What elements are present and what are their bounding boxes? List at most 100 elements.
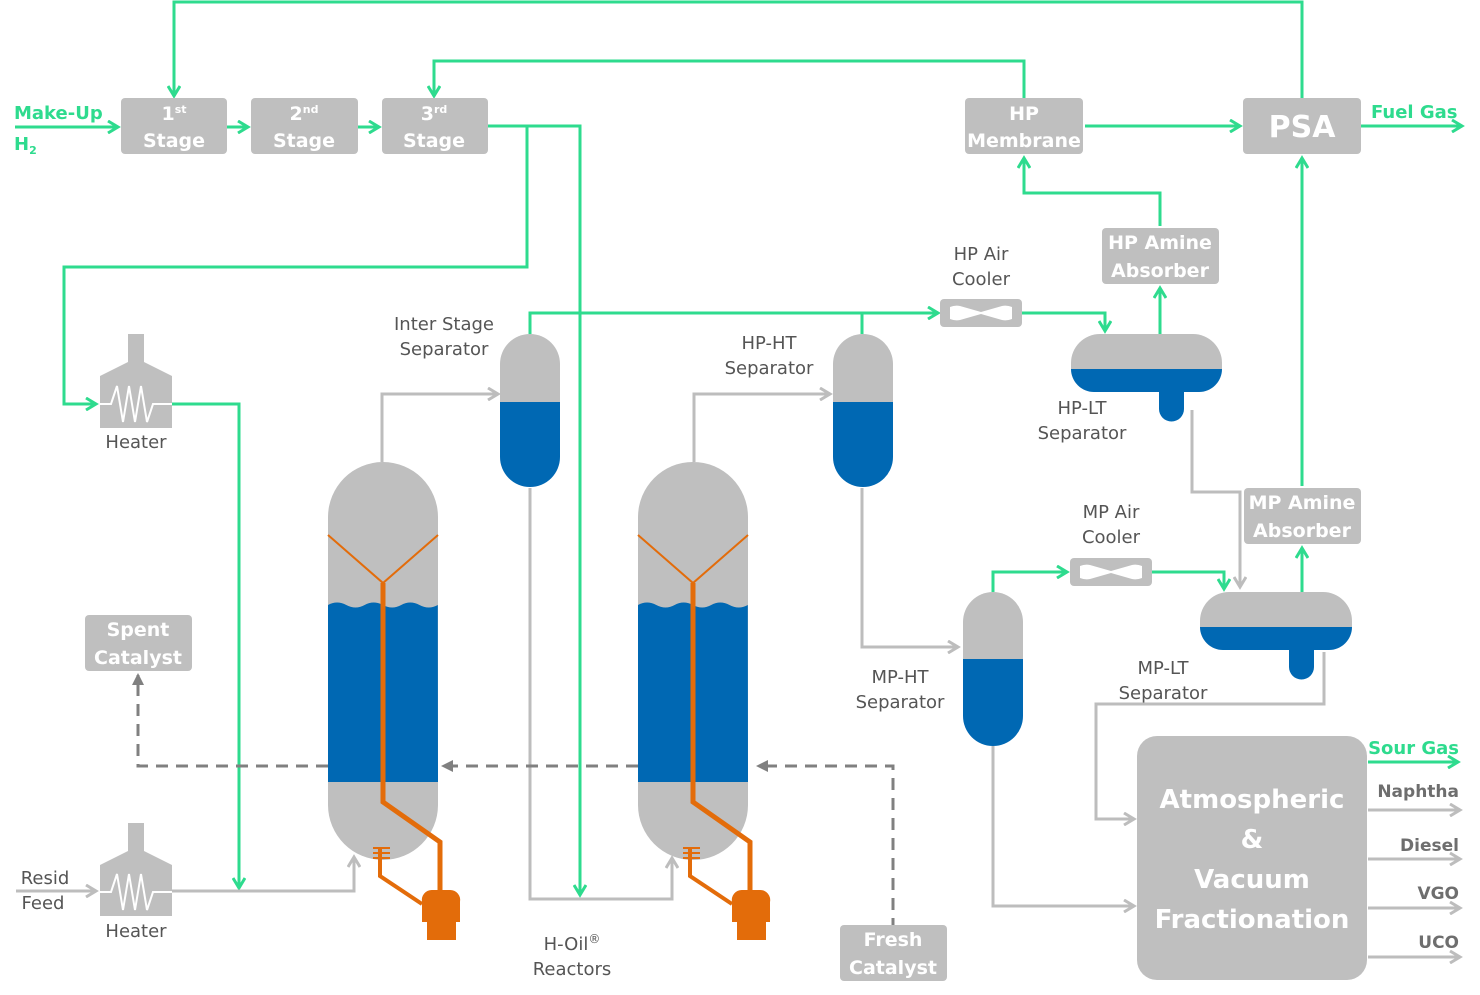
heater-bottom-label: Heater (105, 921, 167, 942)
stage-3-box[interactable]: 3rd Stage (382, 98, 488, 154)
vgo-label: VGO (1417, 884, 1459, 904)
svg-text:HP Amine: HP Amine (1108, 232, 1212, 254)
reactor2-to-hp-ht-line (692, 394, 830, 462)
heating-coil-icon (100, 385, 172, 423)
stage-2-box[interactable]: 2nd Stage (251, 98, 358, 154)
svg-text:Stage: Stage (143, 130, 205, 152)
mp-ht-separator-label-2: Separator (856, 692, 945, 713)
mp-air-cooler-label-2: Cooler (1082, 527, 1141, 548)
spent-catalyst-box[interactable]: Spent Catalyst (85, 615, 192, 671)
fresh-catalyst-box[interactable]: Fresh Catalyst (840, 925, 947, 981)
fuel-gas-label: Fuel Gas (1371, 102, 1458, 123)
mp-air-cooler[interactable] (1070, 558, 1152, 586)
svg-text:Absorber: Absorber (1111, 260, 1210, 282)
svg-text:PSA: PSA (1269, 110, 1337, 145)
mp-lt-to-fractionation-line (1094, 652, 1326, 819)
membrane-recycle-to-stage3-line (434, 59, 1026, 98)
naphtha-label: Naphtha (1377, 782, 1459, 802)
svg-text:Catalyst: Catalyst (849, 957, 937, 979)
makeup-h2-label-2: H2 (14, 134, 37, 157)
hp-air-cooler-label: HP Air (954, 244, 1009, 265)
ebullating-pump-icon (731, 889, 771, 940)
svg-text:1st: 1st (161, 103, 186, 125)
inter-stage-separator-label: Inter Stage (394, 314, 494, 335)
heater-bottom[interactable] (100, 823, 172, 916)
stage-1-box[interactable]: 1st Stage (121, 98, 227, 154)
diesel-label: Diesel (1400, 836, 1459, 856)
heater-top[interactable] (100, 334, 172, 428)
hp-membrane-box[interactable]: HP Membrane (965, 98, 1083, 154)
svg-text:Membrane: Membrane (967, 130, 1081, 152)
svg-text:Catalyst: Catalyst (94, 647, 182, 669)
fan-icon (1080, 564, 1142, 580)
svg-text:&: & (1241, 825, 1264, 855)
fractionation-box[interactable]: Atmospheric & Vacuum Fractionation (1137, 736, 1367, 980)
mp-ht-separator[interactable] (963, 592, 1023, 746)
svg-text:Fractionation: Fractionation (1155, 905, 1350, 935)
mp-lt-separator[interactable] (1200, 591, 1352, 680)
mp-amine-absorber-box[interactable]: MP Amine Absorber (1244, 488, 1361, 544)
svg-text:Spent: Spent (107, 619, 170, 641)
sour-gas-label: Sour Gas (1368, 738, 1459, 759)
reactor-2[interactable] (637, 462, 771, 940)
fresh-catalyst-line (756, 760, 895, 950)
hydrogen-lines (15, 0, 1462, 895)
svg-text:HP: HP (1009, 103, 1039, 125)
uco-label: UCO (1418, 933, 1459, 953)
psa-box[interactable]: PSA (1243, 98, 1361, 154)
hp-amine-to-membrane-line (1024, 158, 1162, 226)
inter-stage-to-reactor2-line (528, 488, 672, 901)
hp-ht-separator-label-2: Separator (725, 358, 814, 379)
hp-air-cooler-label-2: Cooler (952, 269, 1011, 290)
svg-text:Absorber: Absorber (1253, 520, 1352, 542)
inter-stage-separator[interactable] (500, 334, 560, 487)
makeup-h2-label: Make-Up (14, 103, 103, 124)
catalyst-lines (132, 673, 895, 950)
h2-to-heater-line (62, 126, 529, 404)
psa-recycle-to-stage1-line (174, 0, 1304, 98)
mp-lt-separator-label-2: Separator (1119, 683, 1208, 704)
inter-stage-vapor-line (528, 313, 938, 334)
heater-top-label: Heater (105, 432, 167, 453)
process-lines (16, 394, 1460, 957)
mp-ht-vapor-line (991, 572, 1067, 592)
hp-lt-separator-label: HP-LT (1057, 398, 1107, 419)
mp-cooler-to-mp-lt-line (1152, 570, 1224, 589)
svg-text:Vacuum: Vacuum (1194, 865, 1310, 895)
heating-coil-icon (100, 873, 172, 911)
spent-catalyst-line (132, 673, 328, 768)
svg-text:3rd: 3rd (421, 103, 448, 125)
svg-text:Stage: Stage (403, 130, 465, 152)
svg-text:Stage: Stage (273, 130, 335, 152)
hp-lt-separator[interactable] (1071, 334, 1222, 422)
mp-lt-separator-label: MP-LT (1137, 658, 1189, 679)
h2-to-reactor2-line (488, 124, 580, 895)
svg-text:MP Amine: MP Amine (1249, 492, 1356, 514)
mp-ht-to-fractionation-line (991, 746, 1134, 906)
reactor-1[interactable] (327, 462, 461, 940)
svg-text:Atmospheric: Atmospheric (1160, 785, 1345, 815)
heater-to-reactor1-line (172, 857, 354, 893)
inter-stage-separator-label-2: Separator (400, 339, 489, 360)
svg-text:Fresh: Fresh (864, 929, 923, 951)
hp-amine-absorber-box[interactable]: HP Amine Absorber (1102, 228, 1219, 284)
heated-h2-line (172, 402, 239, 888)
hp-lt-to-mp-lt-line (1190, 410, 1240, 587)
hp-ht-separator[interactable] (833, 334, 893, 487)
hp-air-cooler[interactable] (940, 299, 1022, 327)
reactors-label: H-Oil® (544, 932, 601, 955)
reactors-label-2: Reactors (533, 959, 612, 980)
hp-cooler-to-hp-lt-line (1022, 311, 1105, 331)
svg-text:2nd: 2nd (290, 103, 319, 125)
hp-ht-separator-label: HP-HT (741, 333, 797, 354)
mp-air-cooler-label: MP Air (1083, 502, 1140, 523)
reactor1-to-inter-stage-line (380, 394, 498, 462)
hp-ht-to-mp-ht-line (860, 488, 958, 647)
mp-ht-separator-label: MP-HT (871, 667, 929, 688)
resid-feed-label: Resid (21, 868, 70, 889)
ebullating-pump-icon (421, 889, 461, 940)
resid-feed-label-2: Feed (22, 893, 65, 914)
hp-lt-separator-label-2: Separator (1038, 423, 1127, 444)
fan-icon (950, 305, 1012, 321)
